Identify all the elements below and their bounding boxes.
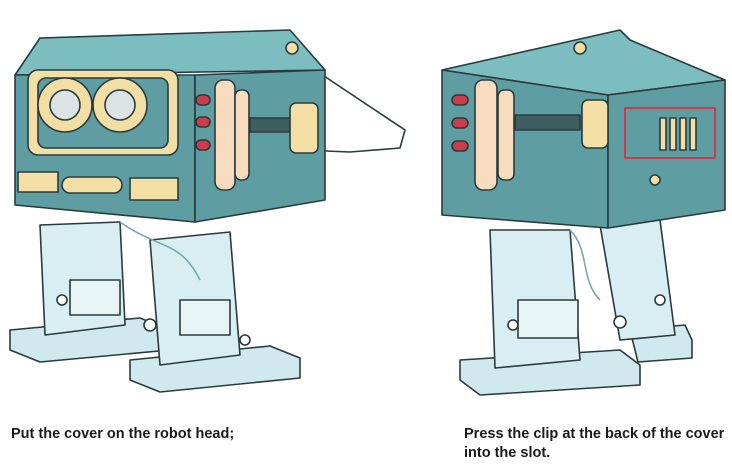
left-illustration: [0, 0, 420, 400]
robot-front-view: [9, 29, 406, 393]
red-indicator: [195, 139, 211, 151]
vent-panel: [624, 107, 716, 159]
vent-slot: [689, 117, 697, 151]
cheek-left: [17, 171, 59, 193]
cheek-right: [129, 177, 179, 201]
right-illustration: [420, 0, 732, 400]
red-indicator: [195, 116, 211, 128]
screw-icon: [143, 318, 157, 332]
side-panel: [581, 99, 609, 149]
side-stripe: [214, 79, 236, 191]
red-indicator: [451, 117, 469, 129]
eye-icon: [104, 89, 136, 121]
cover-top: [14, 29, 326, 76]
screw-icon: [285, 41, 299, 55]
eye-icon: [49, 89, 81, 121]
side-slot: [514, 114, 581, 131]
screw-icon: [56, 294, 68, 306]
caption-left: Put the cover on the robot head;: [11, 426, 235, 442]
screw-icon: [654, 294, 666, 306]
leg-right: [149, 231, 241, 366]
vent-slot: [659, 117, 667, 151]
robot-back-view: [441, 29, 726, 396]
leg-left: [489, 229, 581, 369]
vent-slot: [669, 117, 677, 151]
side-panel: [289, 102, 319, 154]
servo-left: [69, 279, 121, 316]
side-stripe: [497, 89, 515, 181]
side-stripe: [474, 79, 498, 191]
side-stripe: [234, 89, 250, 181]
red-indicator: [451, 140, 469, 152]
screw-icon: [507, 319, 519, 331]
screw-icon: [613, 315, 627, 329]
leg-right: [599, 219, 676, 341]
vent-slot: [679, 117, 687, 151]
screw-icon: [649, 174, 661, 186]
leg-left: [39, 221, 126, 336]
screw-icon: [239, 334, 251, 346]
side-slot: [249, 117, 291, 133]
cover-back: [607, 79, 726, 229]
mouth: [61, 176, 123, 194]
servo-right: [179, 299, 231, 336]
wires: [569, 229, 601, 301]
red-indicator: [451, 94, 469, 106]
servo: [517, 299, 579, 339]
screw-icon: [573, 41, 587, 55]
red-indicator: [195, 94, 211, 106]
caption-right: Press the clip at the back of the cover …: [464, 426, 725, 461]
wires: [119, 221, 201, 281]
